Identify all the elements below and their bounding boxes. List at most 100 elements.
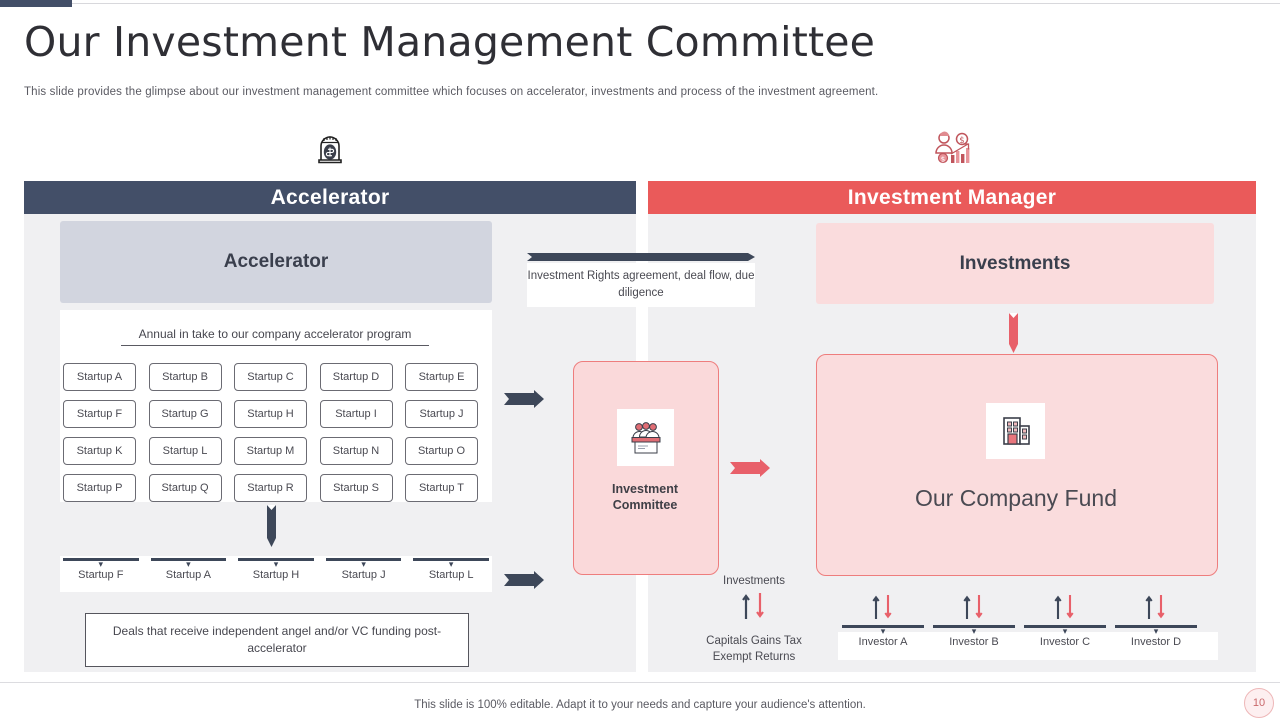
startup-chip[interactable]: Startup F — [63, 400, 136, 428]
chevron-down-icon: ▾ — [448, 558, 454, 569]
startup-chip[interactable]: Startup T — [405, 474, 478, 502]
startup-grid: Startup A Startup B Startup C Startup D … — [63, 363, 489, 511]
investor-flow-arrows-icon — [933, 592, 1015, 620]
investor-bar — [1024, 625, 1106, 628]
agreement-note-box: Investment Rights agreement, deal flow, … — [527, 263, 755, 307]
selected-startup-bar — [63, 558, 139, 561]
investor-item[interactable]: ▾ Investor A — [842, 592, 924, 648]
startup-row: Startup P Startup Q Startup R Startup S … — [63, 474, 489, 502]
chevron-down-icon: ▾ — [273, 558, 279, 569]
selected-startup-bar — [150, 558, 227, 561]
startup-chip[interactable]: Startup J — [405, 400, 478, 428]
startup-chip[interactable]: Startup N — [319, 437, 393, 465]
investment-manager-band: Investment Manager — [648, 181, 1256, 214]
accelerator-band: Accelerator — [24, 181, 636, 214]
committee-label-line1: Investment — [612, 482, 678, 496]
selected-startup-item[interactable]: ▾ Startup H — [238, 558, 314, 581]
investor-item[interactable]: ▾ Investor D — [1115, 592, 1197, 648]
incubator-money-icon — [297, 121, 363, 177]
investor-label: Investor C — [1039, 635, 1091, 648]
startup-row: Startup K Startup L Startup M Startup N … — [63, 437, 489, 465]
investor-item[interactable]: ▾ Investor B — [933, 592, 1015, 648]
investment-return-arrows-icon — [730, 592, 778, 620]
chevron-down-icon: ▾ — [971, 625, 977, 636]
startup-row: Startup A Startup B Startup C Startup D … — [63, 363, 489, 391]
accelerator-down-arrow-icon — [263, 505, 280, 547]
agreement-arrow-icon — [527, 248, 755, 261]
selected-startup-label: Startup A — [165, 568, 212, 581]
footer-note: This slide is 100% editable. Adapt it to… — [414, 699, 866, 711]
capital-gains-line1: Capitals Gains Tax — [706, 635, 802, 647]
flow-arrow-right-red-icon — [730, 459, 770, 477]
startup-chip[interactable]: Startup K — [63, 437, 136, 465]
annual-intake-label: Annual in take to our company accelerato… — [121, 327, 429, 346]
chevron-down-icon: ▾ — [98, 558, 104, 569]
chevron-down-icon: ▾ — [880, 625, 886, 636]
startup-chip[interactable]: Startup D — [319, 363, 393, 391]
startup-chip[interactable]: Startup R — [234, 474, 307, 502]
startup-chip[interactable]: Startup S — [319, 474, 393, 502]
investment-manager-band-label: Investment Manager — [847, 185, 1057, 209]
page-number-badge: 10 — [1244, 688, 1274, 718]
selected-startup-bar — [325, 558, 402, 561]
startup-chip[interactable]: Startup I — [319, 400, 393, 428]
selected-startup-item[interactable]: ▾ Startup J — [325, 558, 402, 581]
investors-strip — [838, 632, 1218, 660]
committee-people-podium-icon — [617, 409, 674, 466]
startup-chip[interactable]: Startup B — [148, 363, 222, 391]
capital-gains-line2: Exempt Returns — [712, 650, 796, 663]
selected-startups-strip — [60, 556, 492, 592]
flow-arrow-right-icon — [504, 390, 544, 408]
office-building-icon — [986, 403, 1045, 459]
startup-chip[interactable]: Startup A — [63, 363, 136, 391]
svg-text:$: $ — [941, 156, 945, 164]
startup-chip[interactable]: Startup P — [63, 474, 136, 502]
investor-flow-arrows-icon — [842, 592, 924, 620]
page-subtitle: This slide provides the glimpse about ou… — [24, 86, 879, 98]
selected-startup-label: Startup L — [428, 568, 474, 581]
accelerator-box: Accelerator — [60, 221, 492, 303]
accelerator-box-label: Accelerator — [223, 251, 329, 272]
chevron-down-icon: ▾ — [186, 558, 191, 569]
svg-text:$: $ — [959, 136, 964, 146]
investor-label: Investor B — [949, 635, 999, 648]
investor-bar — [842, 625, 924, 628]
investor-bar — [1115, 625, 1197, 628]
startup-chip[interactable]: Startup Q — [148, 474, 222, 502]
startup-chip[interactable]: Startup H — [234, 400, 307, 428]
company-fund-label: Our Company Fund — [915, 485, 1117, 511]
top-accent-bar — [0, 0, 72, 7]
investor-item[interactable]: ▾ Investor C — [1024, 592, 1106, 648]
startup-chip[interactable]: Startup L — [148, 437, 222, 465]
top-divider-line — [72, 3, 1280, 4]
selected-startup-item[interactable]: ▾ Startup F — [63, 558, 139, 581]
page-title: Our Investment Management Committee — [24, 18, 876, 66]
investor-flow-arrows-icon — [1024, 592, 1106, 620]
startup-chip[interactable]: Startup E — [405, 363, 478, 391]
selected-startup-item[interactable]: ▾ Startup A — [150, 558, 227, 581]
investor-flow-arrows-icon — [1115, 592, 1197, 620]
startup-chip[interactable]: Startup O — [405, 437, 478, 465]
chevron-down-icon: ▾ — [1153, 625, 1159, 636]
startup-chip[interactable]: Startup M — [234, 437, 307, 465]
company-fund-box — [816, 354, 1218, 576]
investor-label: Investor D — [1130, 635, 1182, 648]
investors-row: ▾ Investor A ▾ Investor B ▾ Investor C — [842, 592, 1216, 648]
selected-startup-item[interactable]: ▾ Startup L — [413, 558, 489, 581]
investment-committee-box — [573, 361, 719, 575]
startup-row: Startup F Startup G Startup H Startup I … — [63, 400, 489, 428]
investor-growth-chart-icon: $ $ — [918, 121, 984, 177]
selected-startup-label: Startup H — [252, 568, 300, 581]
startup-chip[interactable]: Startup G — [148, 400, 222, 428]
selected-startup-label: Startup J — [341, 568, 386, 581]
selected-startup-label: Startup F — [78, 568, 124, 581]
selected-startup-bar — [238, 558, 314, 561]
chevron-down-icon: ▾ — [1062, 625, 1068, 636]
investor-bar — [933, 625, 1015, 628]
investment-committee-label: Investment Committee — [573, 481, 717, 514]
startup-chip[interactable]: Startup C — [234, 363, 307, 391]
deals-note-label: Deals that receive independent angel and… — [112, 623, 442, 655]
investments-down-arrow-icon — [1005, 313, 1022, 353]
agreement-note-label: Investment Rights agreement, deal flow, … — [527, 270, 755, 299]
flow-arrow-right-icon — [504, 571, 544, 589]
